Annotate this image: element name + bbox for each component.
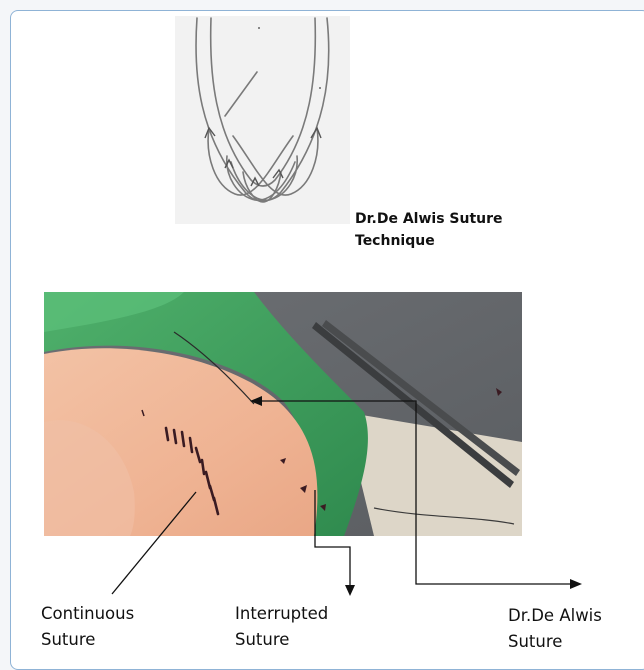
label-dealwis-suture: Dr.De Alwis Suture xyxy=(508,603,602,655)
suture-technique-sketch xyxy=(175,16,350,224)
label-dealwis-line-1: Dr.De Alwis xyxy=(508,603,602,629)
label-dealwis-line-2: Suture xyxy=(508,629,602,655)
label-interrupted-line-1: Interrupted xyxy=(235,601,328,627)
surgical-photo xyxy=(44,292,522,536)
label-continuous-suture: Continuous Suture xyxy=(41,601,134,653)
label-interrupted-line-2: Suture xyxy=(235,627,328,653)
sketch-caption-line-1: Dr.De Alwis Suture xyxy=(355,208,555,230)
label-continuous-line-1: Continuous xyxy=(41,601,134,627)
label-continuous-line-2: Suture xyxy=(41,627,134,653)
sketch-caption-line-2: Technique xyxy=(355,230,555,252)
label-interrupted-suture: Interrupted Suture xyxy=(235,601,328,653)
sketch-caption: Dr.De Alwis Suture Technique xyxy=(355,208,555,252)
